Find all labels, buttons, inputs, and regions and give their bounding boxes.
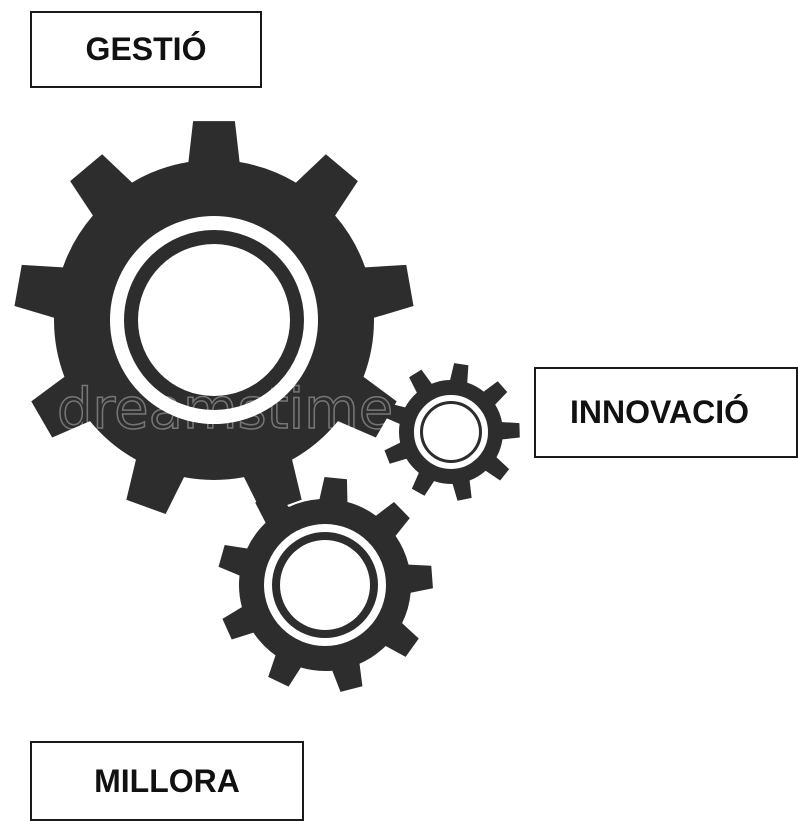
gear-hole (423, 404, 479, 460)
millora-label: MILLORA (94, 762, 240, 799)
gear-hole (280, 540, 370, 630)
millora-label-box: MILLORA (30, 741, 304, 821)
watermark-text: dreamstime (57, 377, 393, 442)
gear-ring (414, 395, 488, 469)
small-gear-icon (383, 363, 520, 501)
gear-ring (110, 216, 318, 424)
gestio-label: GESTIÓ (85, 31, 207, 67)
large-gear-icon (14, 121, 414, 515)
innovacio-label-box: INNOVACIÓ (534, 367, 798, 458)
gear-ring (264, 524, 386, 646)
gear-hole (138, 244, 290, 396)
innovacio-label: INNOVACIÓ (570, 394, 749, 430)
medium-gear-icon (218, 477, 433, 692)
gestio-label-box: GESTIÓ (30, 11, 262, 88)
